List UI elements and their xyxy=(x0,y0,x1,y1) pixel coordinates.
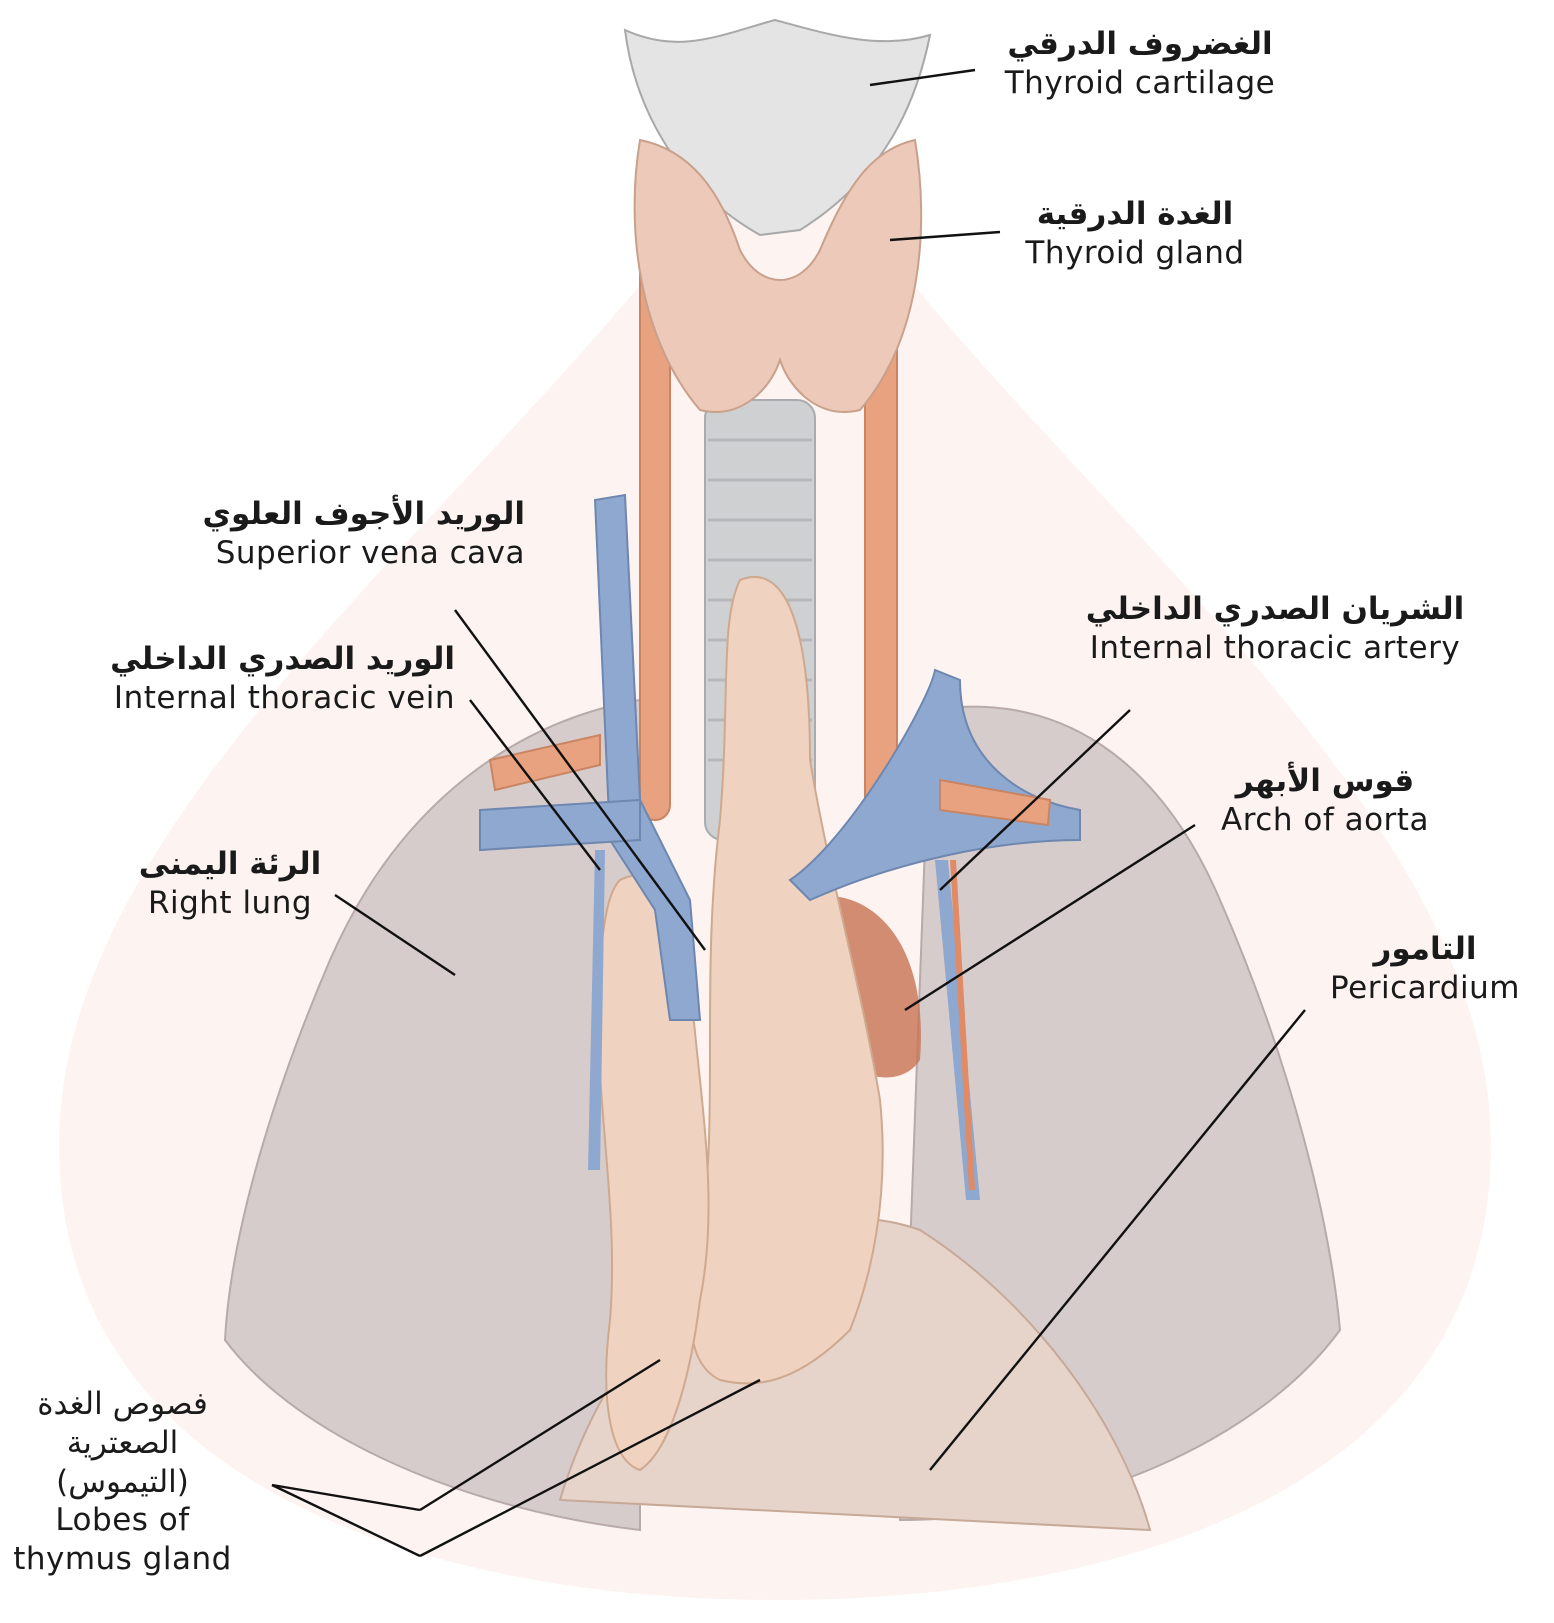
label-thyroid-gland: الغدة الدرقية Thyroid gland xyxy=(1005,195,1265,273)
thyroid-cartilage-en: Thyroid cartilage xyxy=(980,64,1300,103)
thymus-ar-line3: (التيموس) xyxy=(0,1463,245,1502)
label-superior-vena-cava: الوريد الأجوف العلوي Superior vena cava xyxy=(150,495,525,573)
label-internal-thoracic-vein: الوريد الصدري الداخلي Internal thoracic … xyxy=(60,640,455,718)
pericardium-ar: التامور xyxy=(1310,930,1540,969)
thymus-ar-line2: الصعترية xyxy=(0,1424,245,1463)
arch-of-aorta-en: Arch of aorta xyxy=(1205,801,1445,840)
internal-thoracic-artery-ar: الشريان الصدري الداخلي xyxy=(1055,590,1495,629)
right-lung-ar: الرئة اليمنى xyxy=(130,845,330,884)
label-arch-of-aorta: قوس الأبهر Arch of aorta xyxy=(1205,762,1445,840)
superior-vena-cava-en: Superior vena cava xyxy=(150,534,525,573)
arch-of-aorta-ar: قوس الأبهر xyxy=(1205,762,1445,801)
thyroid-gland-en: Thyroid gland xyxy=(1005,234,1265,273)
internal-thoracic-vein-ar: الوريد الصدري الداخلي xyxy=(60,640,455,679)
superior-vena-cava-ar: الوريد الأجوف العلوي xyxy=(150,495,525,534)
thyroid-cartilage-ar: الغضروف الدرقي xyxy=(980,25,1300,64)
thyroid-gland-ar: الغدة الدرقية xyxy=(1005,195,1265,234)
internal-thoracic-vein-en: Internal thoracic vein xyxy=(60,679,455,718)
label-pericardium: التامور Pericardium xyxy=(1310,930,1540,1008)
internal-thoracic-artery-en: Internal thoracic artery xyxy=(1055,629,1495,668)
right-brachiocephalic-vein xyxy=(480,800,640,850)
thymus-en-line1: Lobes of xyxy=(0,1501,245,1540)
label-thyroid-cartilage: الغضروف الدرقي Thyroid cartilage xyxy=(980,25,1300,103)
thymus-ar-line1: فصوص الغدة xyxy=(0,1385,245,1424)
label-internal-thoracic-artery: الشريان الصدري الداخلي Internal thoracic… xyxy=(1055,590,1495,668)
label-right-lung: الرئة اليمنى Right lung xyxy=(130,845,330,923)
label-thymus-lobes: فصوص الغدة الصعترية (التيموس) Lobes of t… xyxy=(0,1385,245,1579)
right-lung-en: Right lung xyxy=(130,884,330,923)
thymus-en-line2: thymus gland xyxy=(0,1540,245,1579)
pericardium-en: Pericardium xyxy=(1310,969,1540,1008)
